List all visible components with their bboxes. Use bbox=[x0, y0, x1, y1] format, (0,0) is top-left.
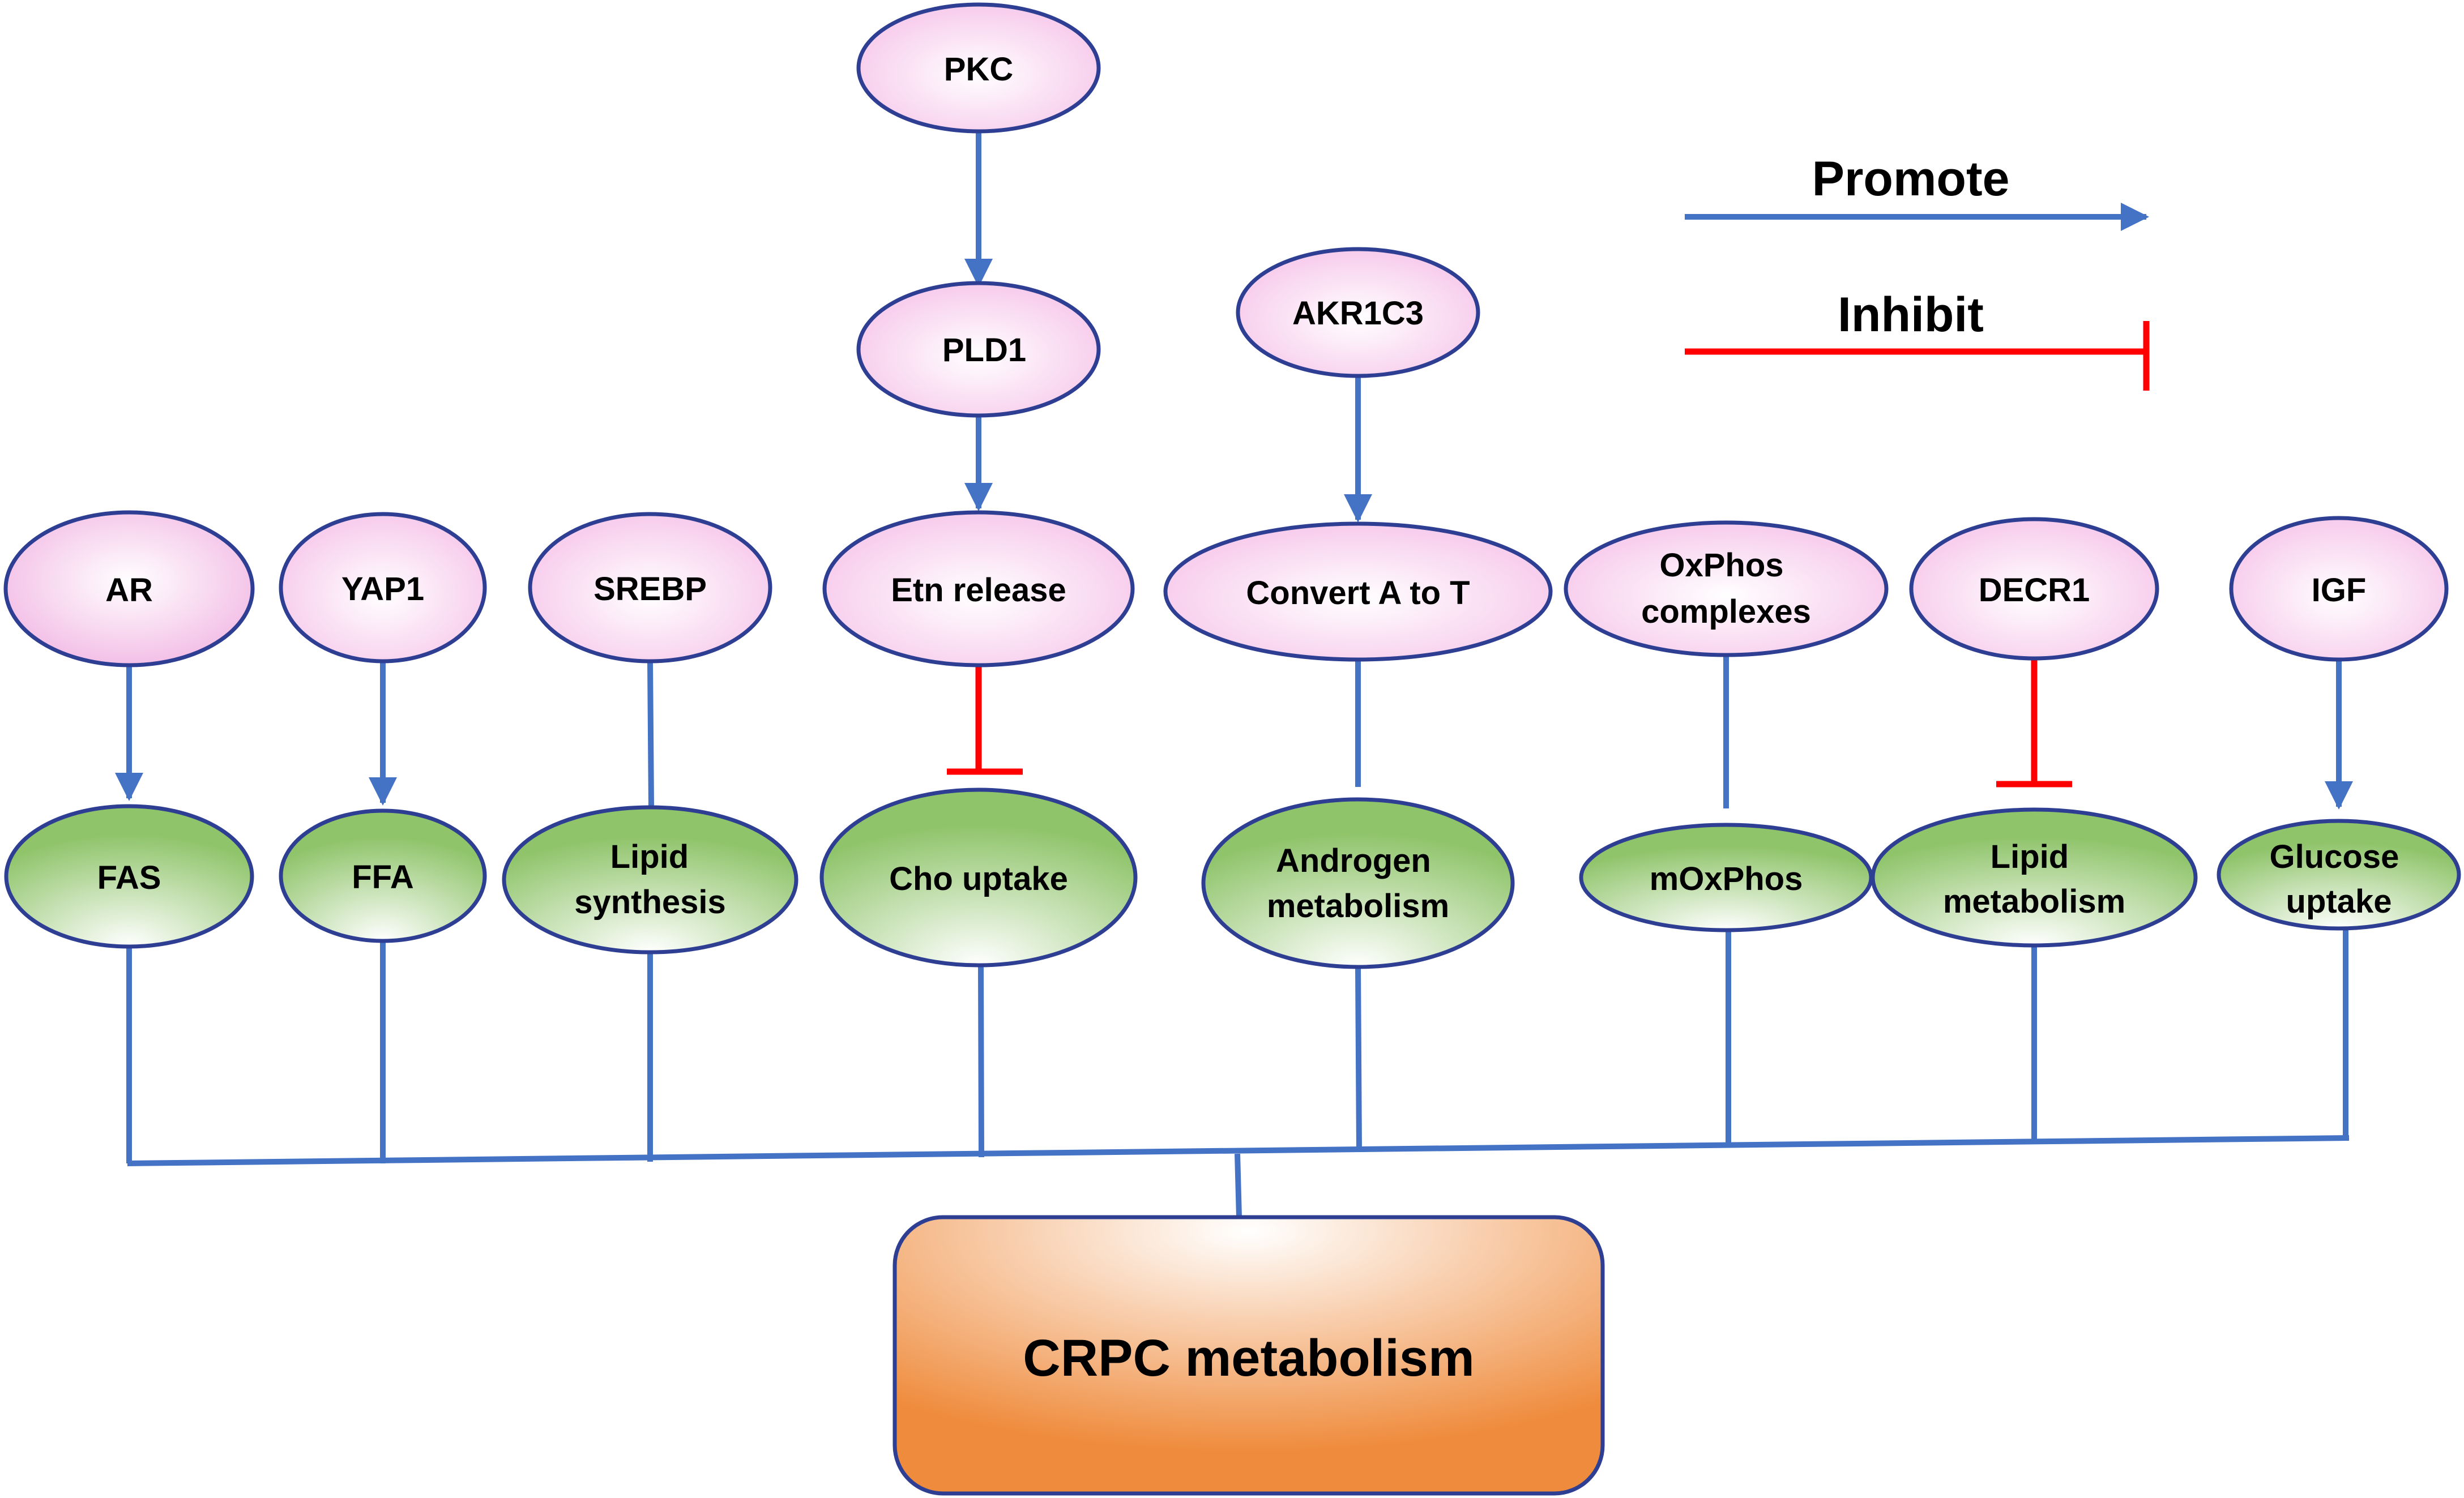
decr1-label: DECR1 bbox=[1979, 572, 2090, 609]
srebp-label: SREBP bbox=[593, 571, 707, 607]
cho-uptake-oval bbox=[819, 787, 1138, 968]
legend: Promote Inhibit bbox=[1685, 152, 2150, 391]
lipid-synthesis-label: Lipid synthesis bbox=[574, 838, 726, 921]
lipid-metabolism-oval bbox=[1871, 807, 2198, 948]
ar-oval bbox=[3, 510, 255, 667]
etn-release-label: Etn release bbox=[891, 572, 1066, 609]
bus-to-outcome bbox=[1235, 1153, 1242, 1218]
etn-release-oval bbox=[822, 510, 1135, 667]
oxphos-line-1: OxPhos bbox=[1659, 547, 1783, 584]
yap1-label: YAP1 bbox=[341, 571, 424, 607]
moxphos-label: mOxPhos bbox=[1650, 861, 1803, 897]
lipid-synthesis-line-2: synthesis bbox=[574, 884, 726, 921]
node-akr1c3: AKR1C3 bbox=[1236, 247, 1480, 378]
node-ar: AR bbox=[3, 510, 255, 667]
node-moxphos: mOxPhos bbox=[1579, 823, 1873, 932]
regulator-edges bbox=[115, 655, 2353, 810]
node-cho-uptake: Cho uptake bbox=[819, 787, 1138, 968]
node-decr1: DECR1 bbox=[1909, 517, 2159, 661]
crpc-metabolism-box bbox=[892, 1215, 1605, 1496]
igf-label: IGF bbox=[2312, 572, 2367, 609]
node-lipid-synthesis: Lipid synthesis bbox=[502, 805, 798, 955]
node-srebp: SREBP bbox=[528, 512, 772, 664]
akr1c3-oval bbox=[1236, 247, 1480, 378]
node-crpc-metabolism: CRPC metabolism bbox=[892, 1215, 1605, 1496]
glucose-line-2: uptake bbox=[2286, 883, 2392, 920]
node-pkc: PKC bbox=[856, 2, 1101, 134]
node-convert-a-to-t: Convert A to T bbox=[1163, 521, 1553, 662]
node-androgen-metabolism: Androgen metabolism bbox=[1201, 797, 1515, 969]
lipid-synthesis-line-1: Lipid bbox=[610, 838, 689, 875]
edge-srebp-lipid-synthesis bbox=[647, 661, 654, 807]
convergence-bus bbox=[127, 1135, 2350, 1166]
convert-a-to-t-label: Convert A to T bbox=[1246, 575, 1470, 611]
convergence-edges bbox=[126, 926, 2350, 1218]
glucose-uptake-oval bbox=[2217, 819, 2461, 931]
pkc-oval bbox=[856, 2, 1101, 134]
ffa-label: FFA bbox=[352, 859, 414, 896]
node-glucose-uptake: Glucose uptake bbox=[2217, 819, 2461, 931]
igf-oval bbox=[2229, 516, 2449, 662]
crpc-metabolism-label: CRPC metabolism bbox=[1023, 1329, 1475, 1387]
androgen-metabolism-oval bbox=[1201, 797, 1515, 969]
upstream-edges bbox=[964, 131, 1372, 523]
oxphos-complexes-oval bbox=[1564, 520, 1889, 657]
lipid-metabolism-label: Lipid metabolism bbox=[1943, 838, 2125, 920]
androgen-metabolism-label: Androgen metabolism bbox=[1267, 842, 1449, 925]
lipid-metabolism-line-2: metabolism bbox=[1943, 883, 2125, 920]
fas-label: FAS bbox=[97, 859, 161, 896]
pld1-label: PLD1 bbox=[942, 332, 1026, 369]
decr1-oval bbox=[1909, 517, 2159, 661]
lipid-metabolism-line-1: Lipid bbox=[1991, 838, 2069, 875]
ffa-oval bbox=[279, 808, 487, 943]
node-pld1: PLD1 bbox=[856, 281, 1101, 418]
oxphos-line-2: complexes bbox=[1641, 593, 1811, 630]
pkc-label: PKC bbox=[944, 51, 1013, 88]
node-ffa: FFA bbox=[279, 808, 487, 943]
convert-a-to-t-oval bbox=[1163, 521, 1553, 662]
node-yap1: YAP1 bbox=[279, 512, 487, 664]
legend-inhibit-label: Inhibit bbox=[1838, 288, 1984, 342]
lipid-synthesis-oval bbox=[502, 805, 798, 955]
ar-label: AR bbox=[105, 572, 153, 609]
cho-uptake-label: Cho uptake bbox=[889, 861, 1068, 897]
node-oxphos-complexes: OxPhos complexes bbox=[1564, 520, 1889, 657]
node-fas: FAS bbox=[4, 804, 254, 949]
androgen-line-2: metabolism bbox=[1267, 888, 1449, 925]
node-etn-release: Etn release bbox=[822, 510, 1135, 667]
androgen-line-1: Androgen bbox=[1276, 842, 1431, 879]
fas-oval bbox=[4, 804, 254, 949]
pld1-oval bbox=[856, 281, 1101, 418]
legend-promote-label: Promote bbox=[1812, 152, 2010, 206]
node-igf: IGF bbox=[2229, 516, 2449, 662]
oxphos-complexes-label: OxPhos complexes bbox=[1641, 547, 1811, 630]
akr1c3-label: AKR1C3 bbox=[1292, 295, 1424, 332]
glucose-uptake-label: Glucose uptake bbox=[2270, 838, 2409, 920]
glucose-line-1: Glucose bbox=[2270, 838, 2399, 875]
srebp-oval bbox=[528, 512, 772, 664]
drop-androgen bbox=[1355, 966, 1362, 1151]
node-lipid-metabolism: Lipid metabolism bbox=[1871, 807, 2198, 948]
yap1-oval bbox=[279, 512, 487, 664]
